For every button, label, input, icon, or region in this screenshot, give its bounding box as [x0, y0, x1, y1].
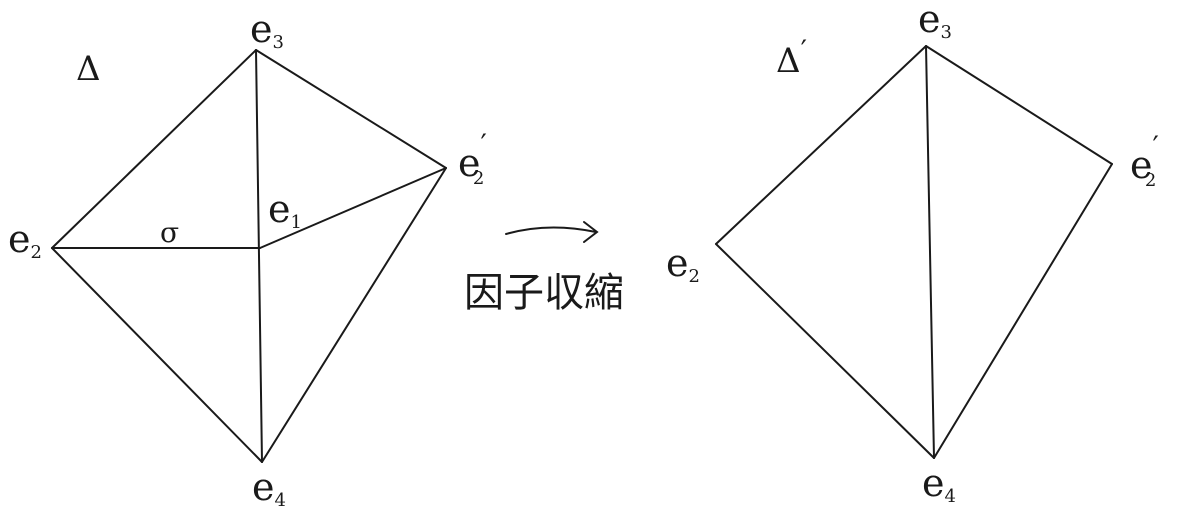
edge-e4-e2-right: [715, 243, 935, 459]
edge-e3-e2prime: [255, 49, 447, 169]
edge-e4-e2: [51, 247, 263, 463]
edge-e2-e3: [51, 49, 257, 249]
vertex-label-e2: e2: [8, 217, 42, 263]
vertex-label-e4: e4: [252, 465, 286, 511]
transform-arrow-shaft: [505, 226, 597, 235]
complex-name-delta: Δ: [76, 49, 101, 89]
vertex-label-e3: e3: [250, 7, 284, 53]
edge-e3-e4: [255, 49, 263, 463]
face-label-sigma: σ: [160, 216, 179, 249]
edge-e1-e2prime: [259, 167, 447, 249]
vertex-label-e2-prime: e′2: [458, 128, 487, 189]
right-complex: Δ′ e3 e2 e′2 e4: [666, 0, 1159, 507]
edge-e2prime-e4: [261, 167, 447, 463]
vertex-label-e4-right: e4: [922, 461, 956, 507]
edge-e2-e3-right: [715, 45, 927, 245]
edge-e3-e4-right: [925, 45, 935, 459]
vertex-label-e3-right: e3: [918, 0, 952, 43]
transformation: 因子収縮: [464, 221, 624, 316]
vertex-label-e2-right: e2: [666, 241, 700, 287]
complex-name-delta-prime: Δ′: [776, 34, 807, 81]
left-complex: Δ e3 e2 e′2 e1 e4 σ: [8, 7, 487, 511]
edge-e3-e2prime-right: [925, 45, 1113, 165]
transform-arrow-head: [583, 221, 599, 243]
vertex-label-e2-prime-right: e′2: [1130, 130, 1159, 191]
edge-e2prime-e4-right: [933, 163, 1113, 459]
transform-caption: 因子収縮: [464, 270, 624, 316]
vertex-label-e1: e1: [268, 187, 302, 233]
